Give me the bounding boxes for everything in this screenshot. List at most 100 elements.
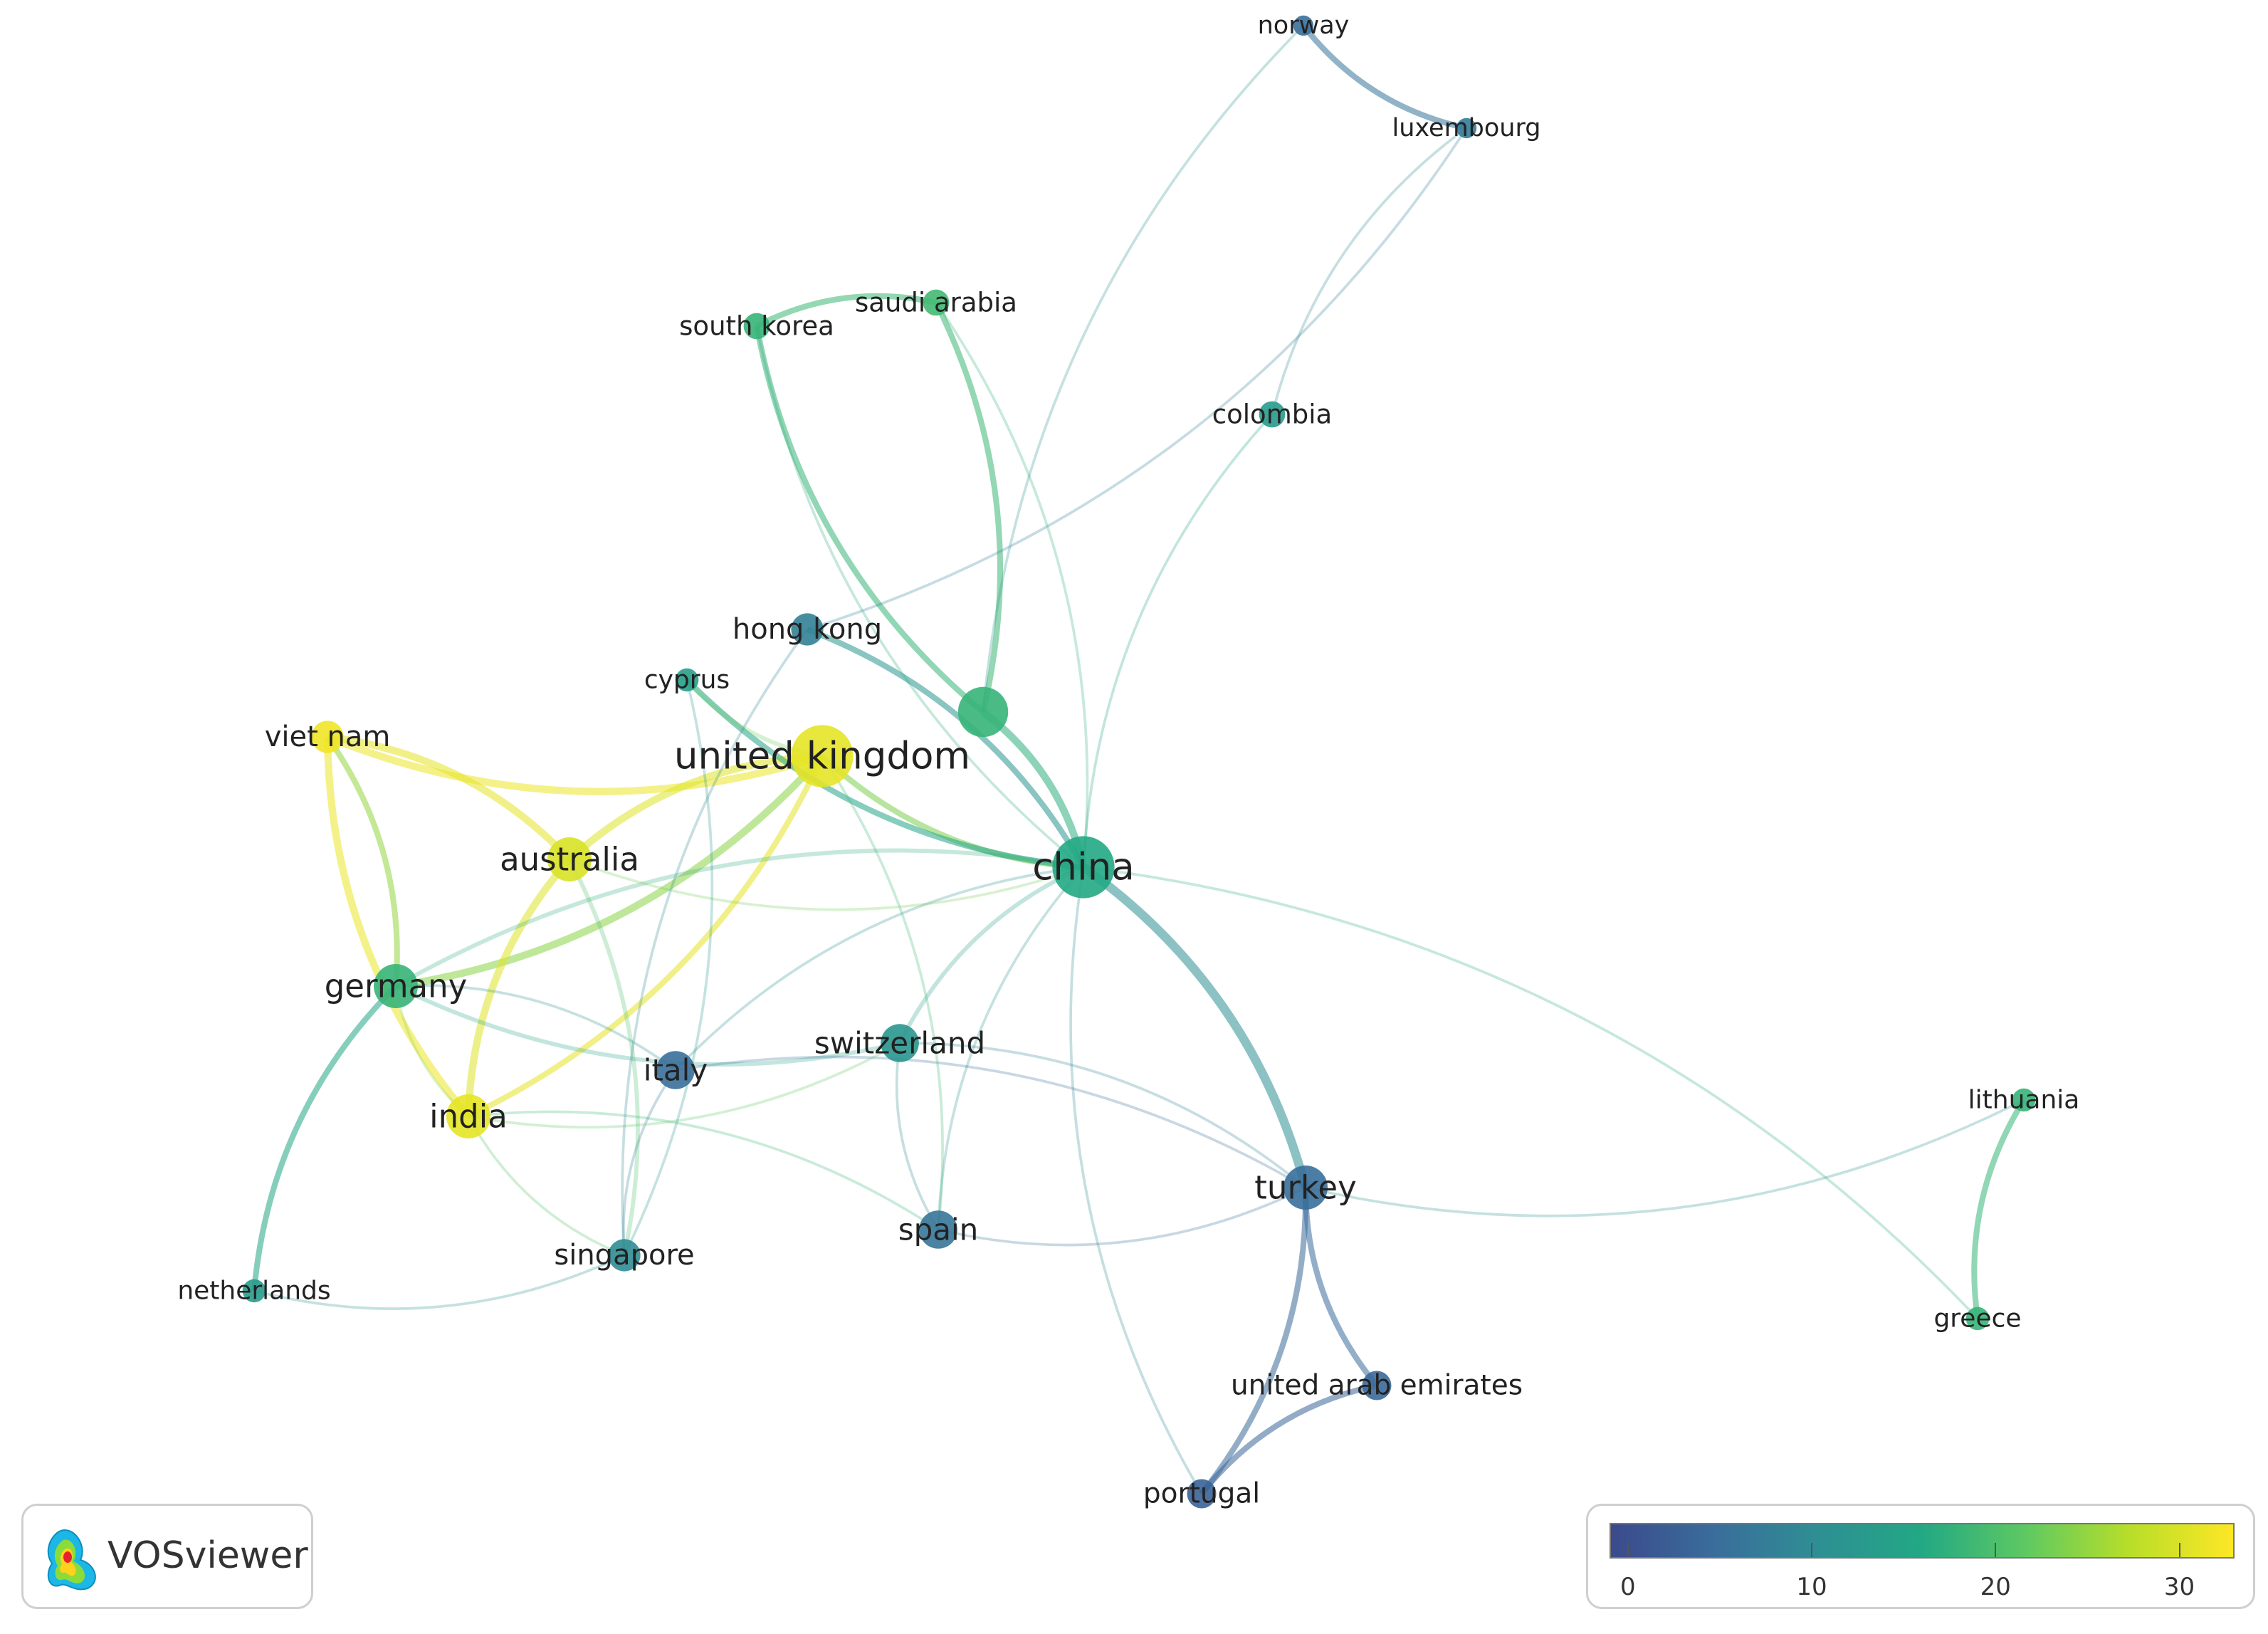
node-label-lithuania: lithuania [1968, 1086, 2080, 1115]
link-australia-india [464, 857, 572, 1117]
link-germany-china [394, 848, 1084, 988]
link-lithuania-greece [1971, 1098, 2027, 1319]
node-label-australia: australia [500, 841, 639, 879]
vosviewer-logo-icon [47, 1529, 96, 1591]
scale-tick-label-30: 30 [2163, 1573, 2195, 1601]
link-india-switzerland [468, 1042, 901, 1129]
node-germany[interactable] [374, 964, 418, 1008]
node-label-south-korea: south korea [679, 311, 834, 342]
node-label-italy: italy [644, 1053, 708, 1088]
link-lithuania-turkey [1305, 1099, 2025, 1217]
vosviewer-logo-text: VOSviewer [107, 1534, 308, 1577]
node-label-spain: spain [898, 1213, 979, 1247]
node-lithuania[interactable] [2012, 1088, 2036, 1112]
link-spain-india [468, 1110, 940, 1231]
link-switzerland-turkey [899, 1042, 1307, 1189]
node-viet-nam[interactable] [311, 721, 344, 753]
node-label-india: india [429, 1098, 508, 1136]
node-label-cyprus: cyprus [644, 666, 730, 695]
link-spain-switzerland [895, 1042, 940, 1230]
node-colombia[interactable] [1259, 401, 1286, 428]
link-china-spain [937, 866, 1085, 1230]
color-scale-bar [1610, 1523, 2235, 1559]
node-singapore[interactable] [608, 1239, 641, 1272]
link-china-switzerland [898, 865, 1085, 1044]
node-unlabeled-green[interactable] [957, 686, 1009, 738]
link-viet_nam-australia [327, 733, 572, 862]
link-united_kingdom-germany [395, 753, 825, 990]
node-label-germany: germany [325, 968, 468, 1005]
link-viet_nam-india [323, 736, 471, 1119]
link-greece-china [1083, 866, 1979, 1320]
link-portugal-united_arab_emirates [1199, 1383, 1377, 1496]
link-hong_kong-singapore [621, 628, 809, 1256]
node-portugal[interactable] [1187, 1479, 1217, 1509]
node-label-united-arab-emirates: united arab emirates [1231, 1370, 1523, 1402]
node-china[interactable] [1052, 836, 1115, 899]
link-saudi_arabia-unlabeled_green [933, 301, 1003, 713]
link-norway-luxembourg [1301, 23, 1467, 131]
scale-tick-label-10: 10 [1796, 1573, 1827, 1601]
node-australia[interactable] [547, 837, 592, 881]
link-norway-unlabeled_green [982, 24, 1305, 713]
node-label-norway: norway [1258, 11, 1350, 40]
link-china-colombia [1082, 413, 1274, 868]
node-norway[interactable] [1293, 15, 1314, 36]
node-luxembourg[interactable] [1456, 117, 1477, 139]
node-label-colombia: colombia [1212, 399, 1332, 430]
labels-layer: norway luxembourg saudi arabia south korea c… [177, 11, 2079, 1510]
node-spain[interactable] [919, 1210, 957, 1249]
node-india[interactable] [446, 1094, 490, 1138]
node-label-switzerland: switzerland [814, 1026, 985, 1061]
link-viet_nam-germany [325, 735, 400, 987]
scale-tick-10 [1811, 1543, 1813, 1557]
link-turkey-portugal [1199, 1187, 1309, 1496]
node-label-turkey: turkey [1254, 1169, 1356, 1207]
node-switzerland[interactable] [881, 1024, 919, 1062]
node-greece[interactable] [1965, 1306, 1990, 1331]
node-italy[interactable] [656, 1051, 695, 1089]
link-saudi_arabia-china [935, 301, 1089, 868]
link-australia-china [569, 858, 1084, 911]
node-netherlands[interactable] [242, 1279, 266, 1303]
node-label-hong-kong: hong kong [733, 613, 882, 646]
node-hong-kong[interactable] [791, 613, 824, 646]
link-singapore-netherlands [253, 1254, 625, 1310]
link-china-cyprus [685, 678, 1084, 871]
node-label-greece: greece [1933, 1304, 2021, 1334]
link-united_kingdom-india [467, 755, 825, 1119]
link-colombia-luxembourg [1271, 127, 1468, 415]
scale-tick-0 [1627, 1543, 1629, 1557]
node-turkey[interactable] [1283, 1166, 1328, 1210]
node-label-portugal: portugal [1143, 1478, 1260, 1510]
node-saudi-arabia[interactable] [923, 289, 950, 316]
link-turkey-united_arab_emirates [1302, 1187, 1380, 1388]
node-label-singapore: singapore [554, 1239, 694, 1272]
link-turkey-italy [675, 1055, 1306, 1189]
link-luxembourg-hong_kong [807, 127, 1468, 631]
link-italy-china [674, 866, 1084, 1072]
link-india-singapore [467, 1116, 625, 1257]
link-china-turkey [1081, 863, 1311, 1189]
link-germany-switzerland [394, 984, 901, 1067]
link-viet_nam-united_kingdom [326, 733, 824, 795]
node-label-china: china [1032, 846, 1135, 889]
node-label-luxembourg: luxembourg [1392, 114, 1541, 142]
link-germany-italy [395, 984, 677, 1072]
vosviewer-logo[interactable]: VOSviewer [21, 1504, 313, 1609]
scale-tick-label-20: 20 [1980, 1573, 2011, 1601]
node-cyprus[interactable] [675, 668, 699, 692]
link-south_korea-china [755, 325, 1085, 869]
link-cyprus-singapore [623, 679, 714, 1256]
link-germany-netherlands [251, 984, 398, 1292]
node-united-kingdom[interactable] [791, 725, 854, 787]
link-south_korea-saudi_arabia [755, 293, 937, 329]
scale-tick-30 [2178, 1543, 2180, 1557]
node-label-united-kingdom: united kingdom [674, 735, 970, 778]
node-united-arab-emirates[interactable] [1362, 1371, 1392, 1400]
link-australia-singapore [567, 858, 640, 1256]
node-label-saudi-arabia: saudi arabia [855, 288, 1017, 318]
node-south-korea[interactable] [743, 313, 770, 340]
